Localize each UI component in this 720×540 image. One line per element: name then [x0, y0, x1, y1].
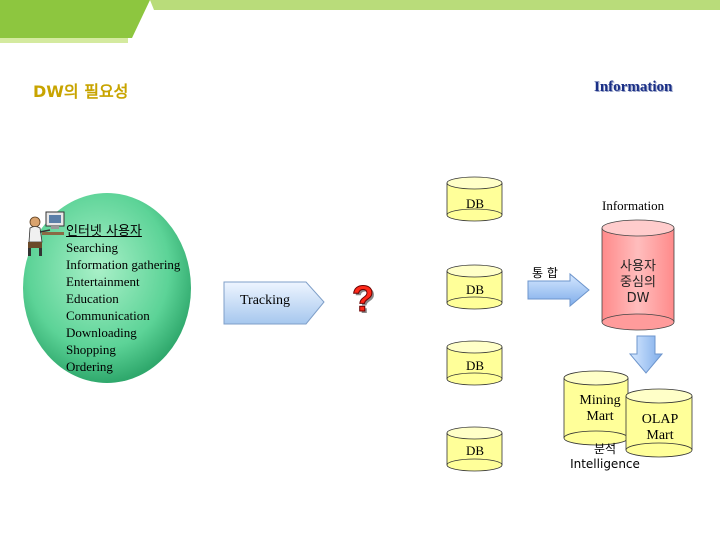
activity-item: Information gathering — [66, 257, 181, 272]
analysis-line-1: 분석 — [593, 442, 617, 456]
mining-line-2: Mart — [586, 409, 614, 424]
analysis-label: 분석 Intelligence — [565, 442, 645, 472]
olap-line-2: Mart — [646, 428, 674, 443]
olap-mart-cylinder — [625, 388, 693, 458]
tracking-arrow — [223, 281, 325, 325]
activity-item: Shopping — [66, 342, 116, 357]
banner-dark-block — [0, 0, 150, 38]
integration-arrow — [527, 272, 590, 308]
slide-title: DW의 필요성 — [33, 82, 129, 101]
dw-cylinder — [601, 219, 675, 331]
mining-mart-label: Mining Mart — [576, 393, 624, 425]
question-mark-icon: ? — [352, 278, 375, 320]
dw-text: 사용자 중심의 DW — [612, 259, 664, 307]
db-label-2: DB — [466, 282, 485, 297]
db-label-1: DB — [466, 196, 485, 211]
integration-label: 통 합 — [532, 266, 558, 280]
db-label-3: DB — [466, 358, 485, 373]
activity-item: Education — [66, 291, 119, 306]
activity-item: Ordering — [66, 359, 113, 374]
activity-item: Communication — [66, 308, 150, 323]
marts-graphic — [563, 370, 693, 458]
top-banner — [0, 0, 720, 43]
banner-shadow — [0, 38, 128, 43]
activity-item: Downloading — [66, 325, 137, 340]
olap-line-1: OLAP — [641, 412, 679, 427]
db-cylinder-1 — [446, 176, 503, 222]
db-column — [446, 176, 503, 472]
analysis-line-2: Intelligence — [570, 457, 640, 471]
mining-line-1: Mining — [579, 393, 621, 408]
dw-line-1: 사용자 — [620, 259, 656, 274]
dw-line-2: 중심의 — [620, 275, 656, 290]
user-circle-shape — [23, 193, 191, 383]
user-circle — [23, 193, 191, 383]
down-arrow — [628, 335, 664, 374]
db-cylinder-2 — [446, 264, 503, 310]
olap-mart-label: OLAP Mart — [636, 412, 684, 444]
internet-user-label: 인터넷 사용자 — [66, 224, 142, 239]
dw-line-3: DW — [626, 291, 650, 306]
activity-item: Searching — [66, 240, 118, 255]
db-cylinder-4 — [446, 426, 503, 472]
activity-item: Entertainment — [66, 274, 140, 289]
computer-user-icon — [28, 211, 65, 256]
information-label: Information — [602, 198, 665, 213]
header-information: Information — [594, 79, 673, 95]
db-cylinder-3 — [446, 340, 503, 386]
db-label-4: DB — [466, 443, 485, 458]
tracking-label: Tracking — [240, 293, 291, 308]
banner-light-stripe — [150, 0, 720, 10]
